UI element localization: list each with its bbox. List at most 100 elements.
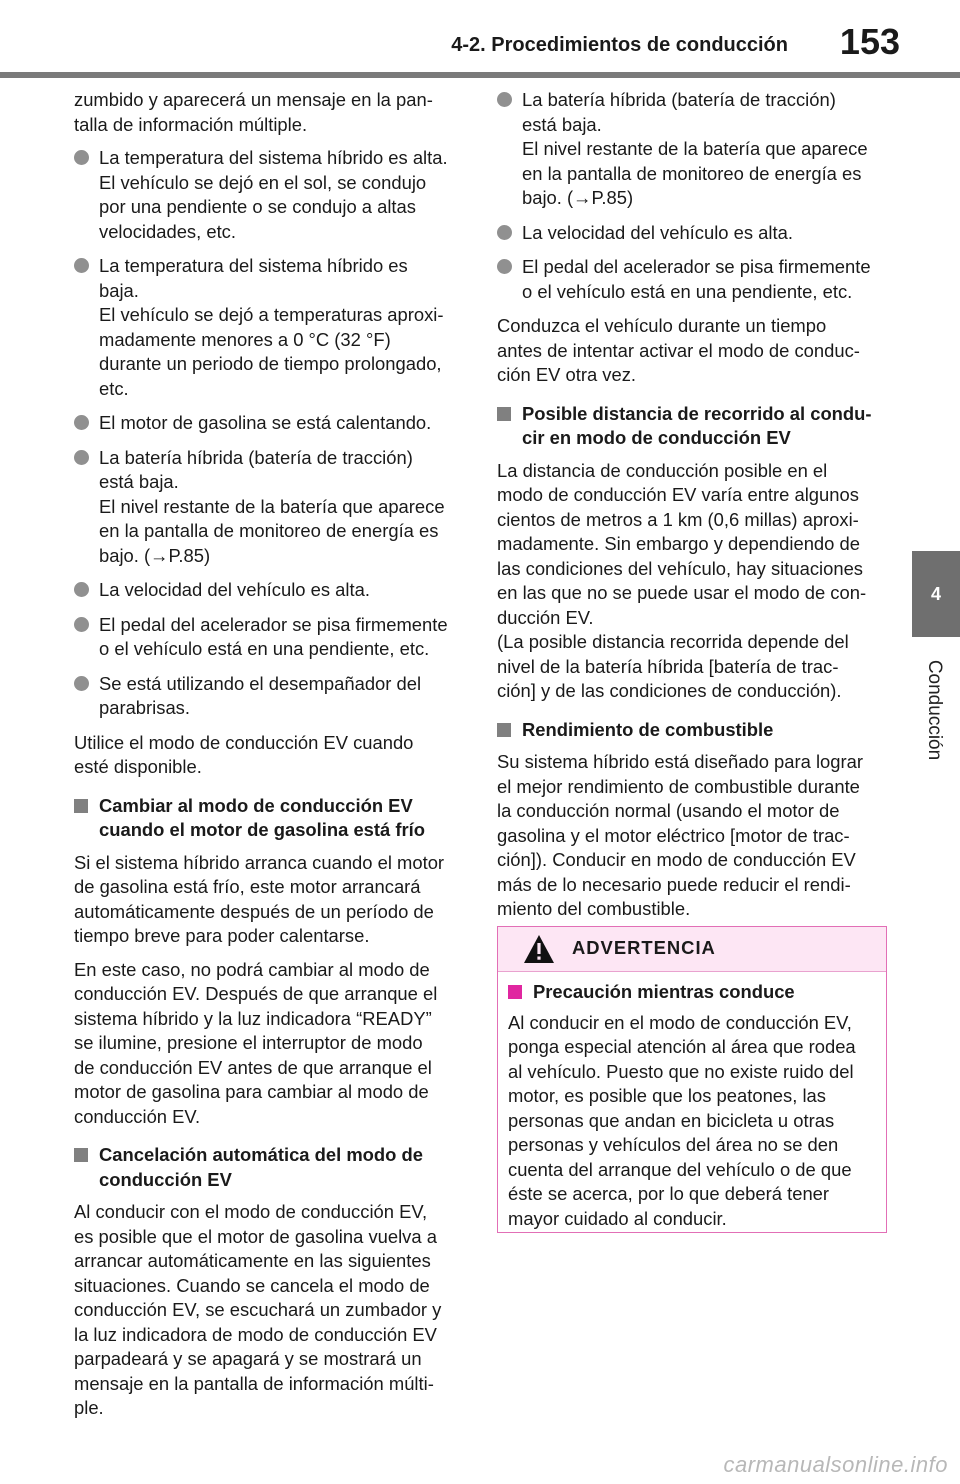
- round-bullet-icon: [74, 675, 89, 691]
- text-line: El nivel restante de la batería que apar…: [522, 138, 868, 159]
- text-line: ponga especial atención al área que rode…: [508, 1036, 856, 1057]
- text-line: etc.: [99, 377, 129, 399]
- text-line: o el vehículo está en una pendiente, etc…: [99, 638, 430, 659]
- text-line: al vehículo. Puesto que no existe ruido …: [508, 1060, 854, 1082]
- warning-header: ADVERTENCIA: [498, 927, 886, 972]
- text-line: Rendimiento de combustible: [522, 718, 774, 740]
- header-section-title: 4-2. Procedimientos de conducción: [451, 34, 788, 56]
- bullet-item: El pedal del acelerador se pisa firmemen…: [497, 255, 889, 304]
- text-line: conducción EV. Después de que arranque e…: [74, 983, 438, 1004]
- round-bullet-icon: [74, 449, 89, 465]
- text-line: ción] y de las condiciones de conducción…: [497, 680, 842, 701]
- text-line: en la pantalla de monitoreo de energía e…: [99, 520, 439, 541]
- text-line: o el vehículo está en una pendiente, etc…: [522, 280, 853, 302]
- text-line: conducción EV, se escuchará un zumbador …: [74, 1299, 442, 1320]
- text-line: (La posible distancia recorrida depende …: [497, 631, 849, 652]
- text-line: éste se acerca, por lo que deberá tener: [508, 1183, 830, 1204]
- text-line: Se está utilizando el desempañador del: [99, 672, 422, 694]
- text-line: Al conducir en el modo de conducción EV,: [508, 1011, 852, 1033]
- text-line: Si el sistema híbrido arranca cuando el …: [74, 851, 445, 873]
- text-line: madamente. Sin embargo y dependiendo de: [497, 533, 860, 554]
- round-bullet-icon: [74, 150, 89, 165]
- chapter-tab: 4: [912, 551, 960, 637]
- text-line: En este caso, no podrá cambiar al modo d…: [74, 958, 430, 980]
- square-bullet-icon: [508, 985, 522, 999]
- intro-paragraph: zumbido y aparecerá un mensaje en la pan…: [74, 88, 466, 137]
- bullet-item: La temperatura del sistema híbrido es al…: [74, 146, 466, 244]
- section-heading: Posible distancia de recorrido al condu-…: [497, 402, 889, 451]
- text-line: Cambiar al modo de conducción EV: [99, 794, 413, 816]
- text-line: la conducción normal (usando el motor de: [497, 800, 840, 821]
- section-paragraph: En este caso, no podrá cambiar al modo d…: [74, 958, 466, 1130]
- text-line: en las que no se puede usar el modo de c…: [497, 582, 867, 603]
- section-paragraph: Al conducir con el modo de conducción EV…: [74, 1200, 466, 1421]
- text-line: El vehículo se dejó en el sol, se conduj…: [99, 171, 427, 193]
- bullet-list-left: La temperatura del sistema híbrido es al…: [74, 146, 466, 721]
- round-bullet-icon: [497, 92, 512, 107]
- section-heading: Cambiar al modo de conducción EV cuando e…: [74, 794, 466, 843]
- section-heading: Cancelación automática del modo de conduc…: [74, 1143, 466, 1192]
- text-line: situaciones. Cuando se cancela el modo d…: [74, 1274, 430, 1296]
- text-line: mensaje en la pantalla de información mú…: [74, 1372, 434, 1394]
- text-line: parpadeará y se apagará y se mostrará un: [74, 1348, 422, 1369]
- warning-subtitle: Precaución mientras conduce: [508, 980, 874, 1005]
- text-line: parabrisas.: [99, 697, 190, 718]
- text-line: la luz indicadora de modo de conducción …: [74, 1323, 437, 1345]
- text-line: tiempo breve para poder calentarse.: [74, 925, 370, 946]
- chapter-label: Conducción: [924, 659, 945, 761]
- bullet-item: El pedal del acelerador se pisa firmemen…: [74, 613, 466, 662]
- chapter-label-container: Conducción: [914, 650, 954, 770]
- bullet-list-right: La batería híbrida (batería de tracción)…: [497, 88, 889, 304]
- right-column: La batería híbrida (batería de tracción)…: [497, 88, 889, 931]
- bullet-item: Se está utilizando el desempañador del pa…: [74, 672, 466, 721]
- section-paragraph: La distancia de conducción posible en el…: [497, 459, 889, 704]
- warning-body: Precaución mientras conduce Al conducir …: [498, 972, 886, 1231]
- text-line: El motor de gasolina se está calentando.: [99, 412, 432, 433]
- text-line: conducción EV: [99, 1168, 232, 1190]
- warning-title: ADVERTENCIA: [572, 937, 716, 958]
- text-line: durante un periodo de tiempo prolongado,: [99, 353, 442, 374]
- text-line: Al conducir con el modo de conducción EV…: [74, 1201, 428, 1222]
- text-line: Conduzca el vehículo durante un tiempo: [497, 315, 827, 336]
- round-bullet-icon: [497, 224, 512, 240]
- bullet-item: La velocidad del vehículo es alta.: [74, 578, 466, 603]
- text-line: bajo. (→P.85): [99, 544, 211, 566]
- text-line: El pedal del acelerador se pisa firmemen…: [522, 256, 871, 277]
- text-line: por una pendiente o se condujo a altas: [99, 196, 416, 217]
- text-line: El pedal del acelerador se pisa firmemen…: [99, 613, 448, 635]
- text-line: La temperatura del sistema híbrido es: [99, 255, 408, 276]
- text-line: de gasolina está frío, este motor arranc…: [74, 876, 421, 897]
- square-bullet-icon: [497, 722, 511, 737]
- text-line: modo de conducción EV varía entre alguno…: [497, 484, 859, 505]
- text-line: La batería híbrida (batería de tracción): [99, 446, 413, 468]
- text-line: motor, es posible que los peatones, las: [508, 1085, 826, 1106]
- text-line: cientos de metros a 1 km (0,6 millas) ap…: [497, 508, 859, 530]
- text-line: La batería híbrida (batería de tracción): [522, 89, 836, 110]
- text-line: El vehículo se dejó a temperaturas aprox…: [99, 304, 444, 325]
- text-line: cuando el motor de gasolina está frío: [99, 819, 425, 840]
- text-line: motor de gasolina para cambiar al modo d…: [74, 1081, 429, 1102]
- square-bullet-icon: [74, 1148, 88, 1162]
- header-rule: [0, 72, 960, 78]
- text-line: se ilumine, presione el interruptor de m…: [74, 1032, 423, 1053]
- text-line: Cancelación automática del modo de: [99, 1144, 423, 1165]
- text-line: arrancar automáticamente en las siguient…: [74, 1250, 431, 1271]
- round-bullet-icon: [74, 258, 89, 273]
- text-line: está baja.: [99, 471, 179, 492]
- square-bullet-icon: [497, 406, 511, 421]
- text-line: talla de información múltiple.: [74, 113, 308, 135]
- text-line: ción]). Conducir en modo de conducción E…: [497, 849, 856, 870]
- text-line: es posible que el motor de gasolina vuel…: [74, 1225, 437, 1247]
- text-line: ple.: [74, 1397, 104, 1418]
- page-number: 153: [839, 21, 900, 62]
- section-paragraph: Su sistema híbrido está diseñado para lo…: [497, 750, 889, 922]
- text-line: La distancia de conducción posible en el: [497, 459, 828, 481]
- text-line: La velocidad del vehículo es alta.: [522, 221, 793, 243]
- round-bullet-icon: [74, 616, 89, 632]
- text-line: Su sistema híbrido está diseñado para lo…: [497, 751, 863, 772]
- text-line: velocidades, etc.: [99, 220, 236, 242]
- text-line: de conducción EV antes de que arranque e…: [74, 1056, 432, 1078]
- text-line: más de lo necesario puede reducir el ren…: [497, 873, 851, 895]
